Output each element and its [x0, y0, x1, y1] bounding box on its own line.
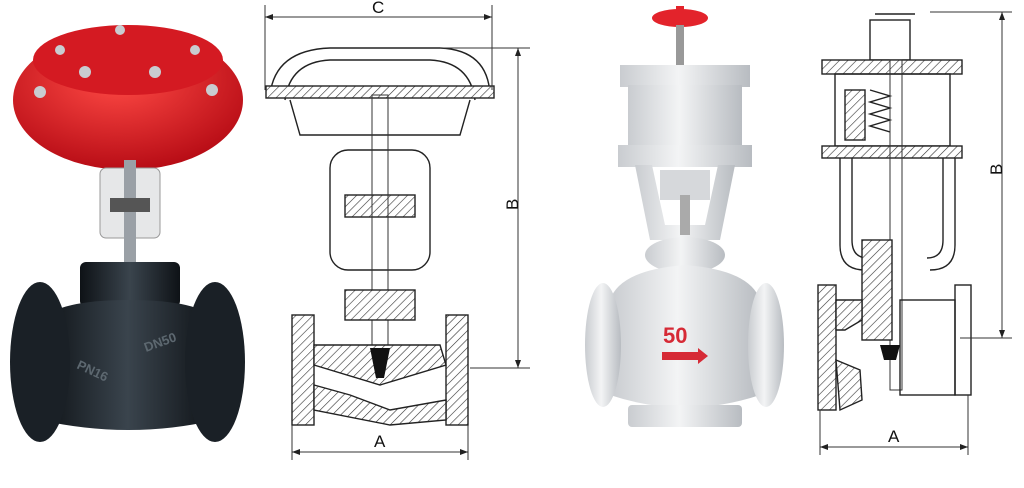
- dimension-c-label: C: [372, 0, 384, 17]
- cylinder: [628, 85, 742, 147]
- flange-right: [185, 282, 245, 442]
- cylinder-valve-photo: 50: [585, 6, 784, 427]
- dimension-a-label: A: [374, 432, 386, 451]
- valve-body: [40, 300, 215, 430]
- dimension-a-label: A: [888, 427, 900, 446]
- flange-right: [748, 283, 784, 407]
- handwheel: [652, 6, 708, 27]
- yoke-arms: [635, 165, 735, 240]
- cylinder-valve-drawing: B A: [817, 11, 1012, 455]
- pneumatic-valve-photo: DN50 PN16: [10, 25, 245, 442]
- bonnet: [80, 262, 180, 307]
- flange-left: [585, 283, 621, 407]
- dimension-b-label: B: [503, 199, 522, 210]
- pneumatic-valve-drawing: C B A: [264, 0, 530, 460]
- valve-body: [610, 265, 760, 408]
- body-size-marking: 50: [663, 323, 687, 348]
- flow-arrow-icon: [662, 348, 708, 364]
- dimension-b-label: B: [987, 164, 1006, 175]
- flange-left: [10, 282, 70, 442]
